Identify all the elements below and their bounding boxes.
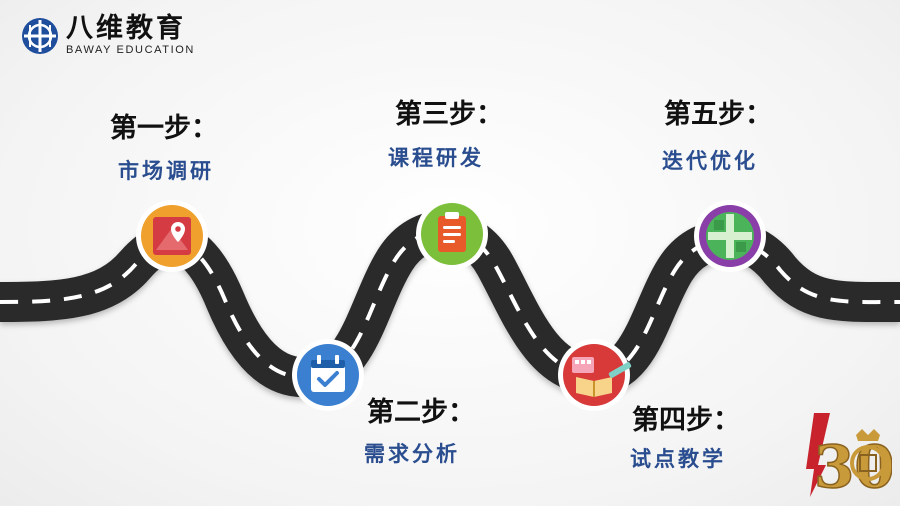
globe-logo-icon — [22, 17, 58, 54]
step5-subtitle: 迭代优化 — [662, 149, 758, 173]
step1-title: 第一步： — [110, 113, 218, 144]
clipboard-icon — [416, 198, 488, 270]
step2-subtitle: 需求分析 — [364, 442, 460, 466]
step4-subtitle: 试点教学 — [630, 447, 726, 471]
step4-title: 第四步： — [632, 405, 740, 436]
map-pin-icon — [136, 200, 208, 272]
step1-subtitle: 市场调研 — [118, 159, 214, 183]
brand-name-en: BAWAY EDUCATION — [66, 44, 195, 56]
open-book-icon — [558, 339, 632, 411]
calendar-check-icon — [292, 339, 364, 411]
brand-name-cn: 八维教育 — [66, 13, 186, 44]
step3-subtitle: 课程研发 — [388, 146, 484, 170]
anniversary-30-emblem: 30 — [806, 413, 892, 501]
step3-title: 第三步： — [395, 99, 503, 130]
step2-title: 第二步： — [367, 397, 475, 428]
brand-logo: 八维教育 BAWAY EDUCATION — [20, 14, 195, 57]
grid-icon — [694, 200, 766, 272]
step5-title: 第五步： — [664, 99, 772, 130]
